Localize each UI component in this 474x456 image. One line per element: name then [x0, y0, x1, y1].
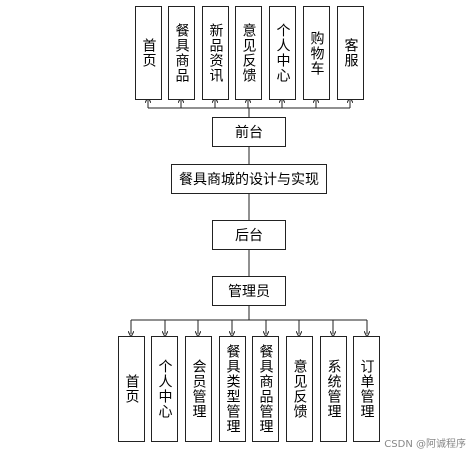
admin-item-order-management: 订单管理 [353, 336, 380, 442]
admin-item-label: 个人中心 [156, 359, 173, 419]
front-item-label: 个人中心 [274, 23, 291, 83]
admin-item-label: 会员管理 [190, 359, 207, 419]
admin-item-home: 首页 [118, 336, 145, 442]
front-item-cart: 购物车 [303, 6, 330, 100]
admin-item-tableware-product-management: 餐具商品管理 [252, 336, 279, 442]
admin-item-label: 系统管理 [325, 359, 342, 419]
admin-item-personal-center: 个人中心 [151, 336, 178, 442]
front-item-feedback: 意见反馈 [235, 6, 262, 100]
front-end-label: 前台 [235, 125, 263, 141]
admin-item-label: 订单管理 [358, 359, 375, 419]
admin-item-label: 首页 [123, 374, 140, 404]
front-end-node: 前台 [212, 117, 286, 147]
watermark: CSDN @阿诚程序 [384, 439, 466, 450]
admin-item-label: 餐具类型管理 [224, 344, 241, 434]
admin-node: 管理员 [212, 276, 286, 306]
back-end-label: 后台 [235, 228, 263, 244]
front-item-customer-service: 客服 [337, 6, 364, 100]
admin-item-system-management: 系统管理 [320, 336, 347, 442]
front-item-home: 首页 [135, 6, 162, 100]
front-item-tableware-products: 餐具商品 [168, 6, 195, 100]
admin-item-tableware-type-management: 餐具类型管理 [219, 336, 246, 442]
admin-item-label: 餐具商品管理 [257, 344, 274, 434]
front-item-label: 新品资讯 [207, 23, 224, 83]
front-item-label: 餐具商品 [173, 23, 190, 83]
admin-item-member-management: 会员管理 [185, 336, 212, 442]
system-title-node: 餐具商城的设计与实现 [171, 164, 327, 194]
front-item-personal-center: 个人中心 [269, 6, 296, 100]
admin-item-feedback: 意见反馈 [286, 336, 313, 442]
admin-item-label: 意见反馈 [291, 359, 308, 419]
back-end-node: 后台 [212, 220, 286, 250]
front-item-label: 意见反馈 [240, 23, 257, 83]
front-item-new-products-news: 新品资讯 [202, 6, 229, 100]
system-title-label: 餐具商城的设计与实现 [179, 172, 319, 188]
front-item-label: 首页 [140, 38, 157, 68]
front-item-label: 购物车 [308, 30, 325, 76]
admin-label: 管理员 [228, 284, 270, 300]
front-item-label: 客服 [342, 38, 359, 68]
